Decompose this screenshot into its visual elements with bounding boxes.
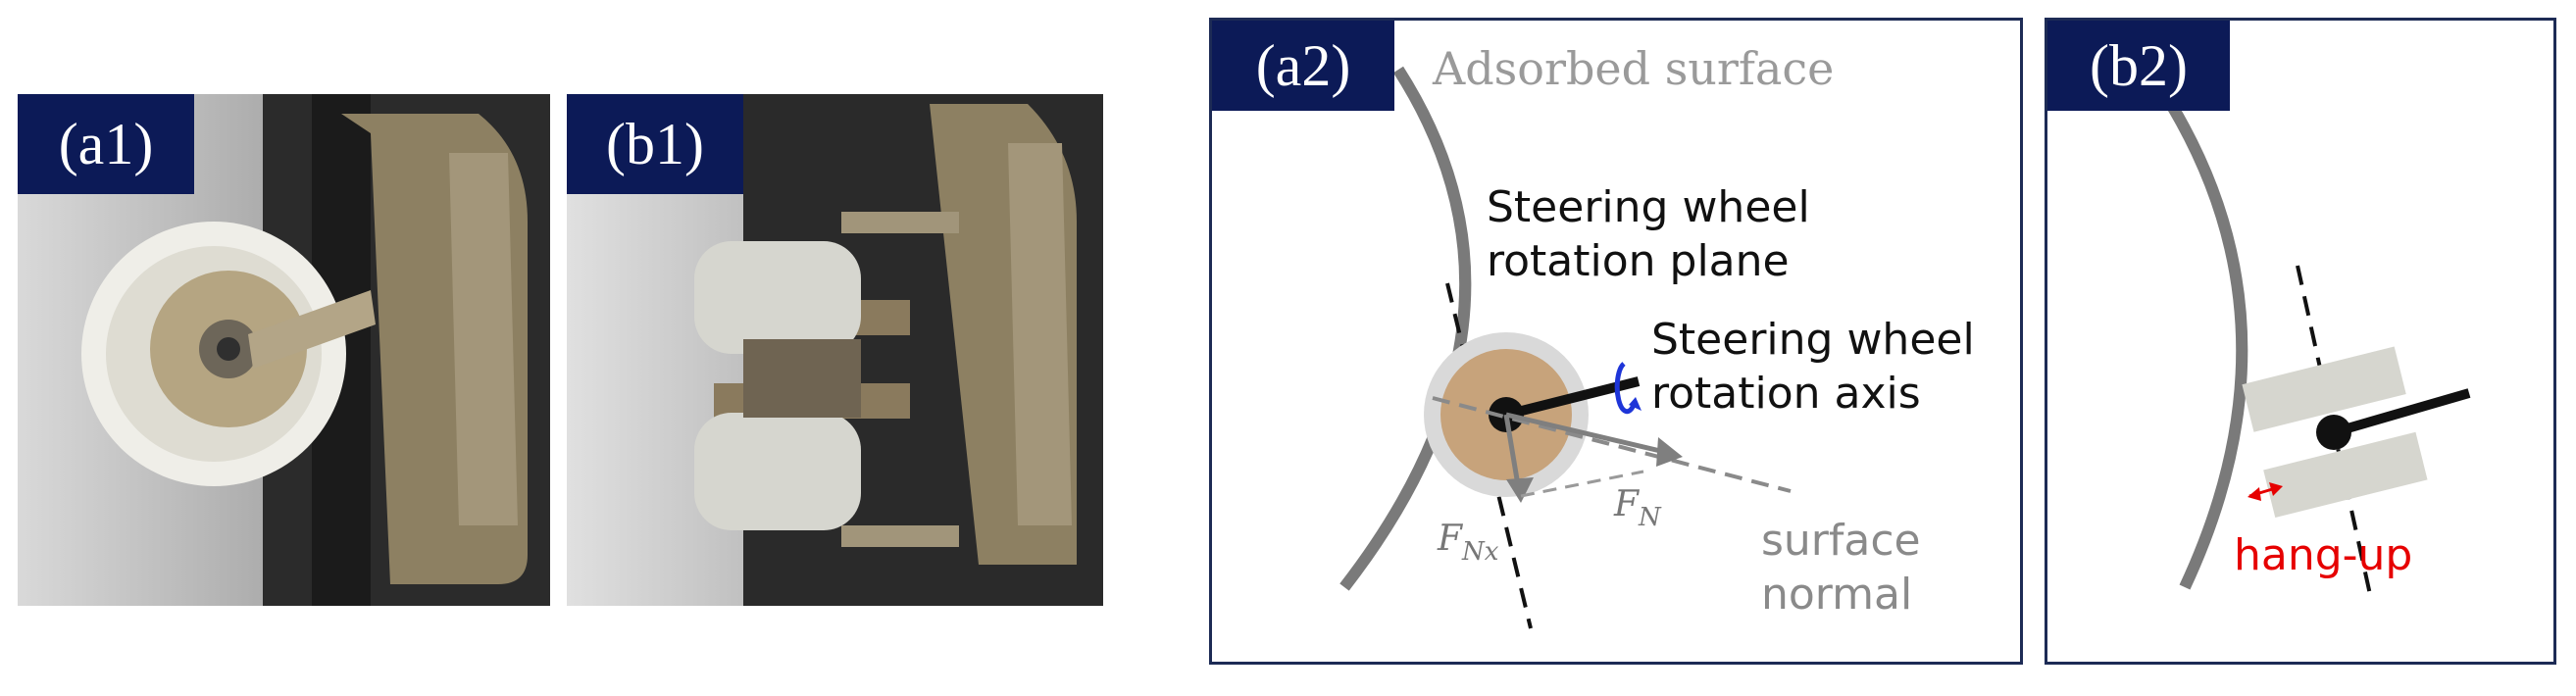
surface-normal-label-line1: surface [1761,516,1921,566]
force-fnx-arrow [1503,414,1522,492]
wheel-center-dot-b2 [2316,415,2351,450]
rotation-plane-label-line2: rotation plane [1487,236,1790,286]
rotation-plane-label-line1: Steering wheel [1487,182,1810,232]
force-fn-label: FN [1613,484,1662,532]
panel-label-a2: (a2) [1212,21,1394,111]
diagram-b2-drawing: hang-up [2150,75,2471,600]
wheel-pair-b2 [2242,346,2428,519]
diagram-a2-panel: Adsorbed surface Steering wheel rotation… [1209,18,2023,665]
adsorbed-surface-label: Adsorbed surface [1432,42,1834,95]
hangup-label: hang-up [2234,530,2412,580]
photo-b1-front-view: (b1) [567,94,1103,606]
rotation-axis-label-line2: rotation axis [1651,369,1921,419]
surface-normal-dashed-line [1432,396,1792,493]
surface-normal-label-line2: normal [1761,570,1912,620]
diagram-b2-panel: hang-up (b2) [2045,18,2556,665]
force-fn-arrow [1505,412,1674,457]
panel-label-a1: (a1) [18,94,194,194]
rotation-axis-label-line1: Steering wheel [1651,315,1975,365]
rotation-arrow-icon [1614,362,1637,415]
photo-a1-side-view: (a1) [18,94,550,606]
rotation-axis-shaft-b2 [2332,388,2471,437]
adsorbed-surface-curve [1339,66,1472,591]
panel-label-b2: (b2) [2047,21,2230,111]
diagram-a2-drawing: Adsorbed surface Steering wheel rotation… [1339,42,1975,629]
panel-label-b1: (b1) [567,94,743,194]
force-fnx-label: FNx [1437,519,1499,567]
rotation-plane-dashed-line [1445,282,1533,629]
surface-curve-b2 [2150,75,2248,590]
photo-a1-illustration [18,94,550,606]
